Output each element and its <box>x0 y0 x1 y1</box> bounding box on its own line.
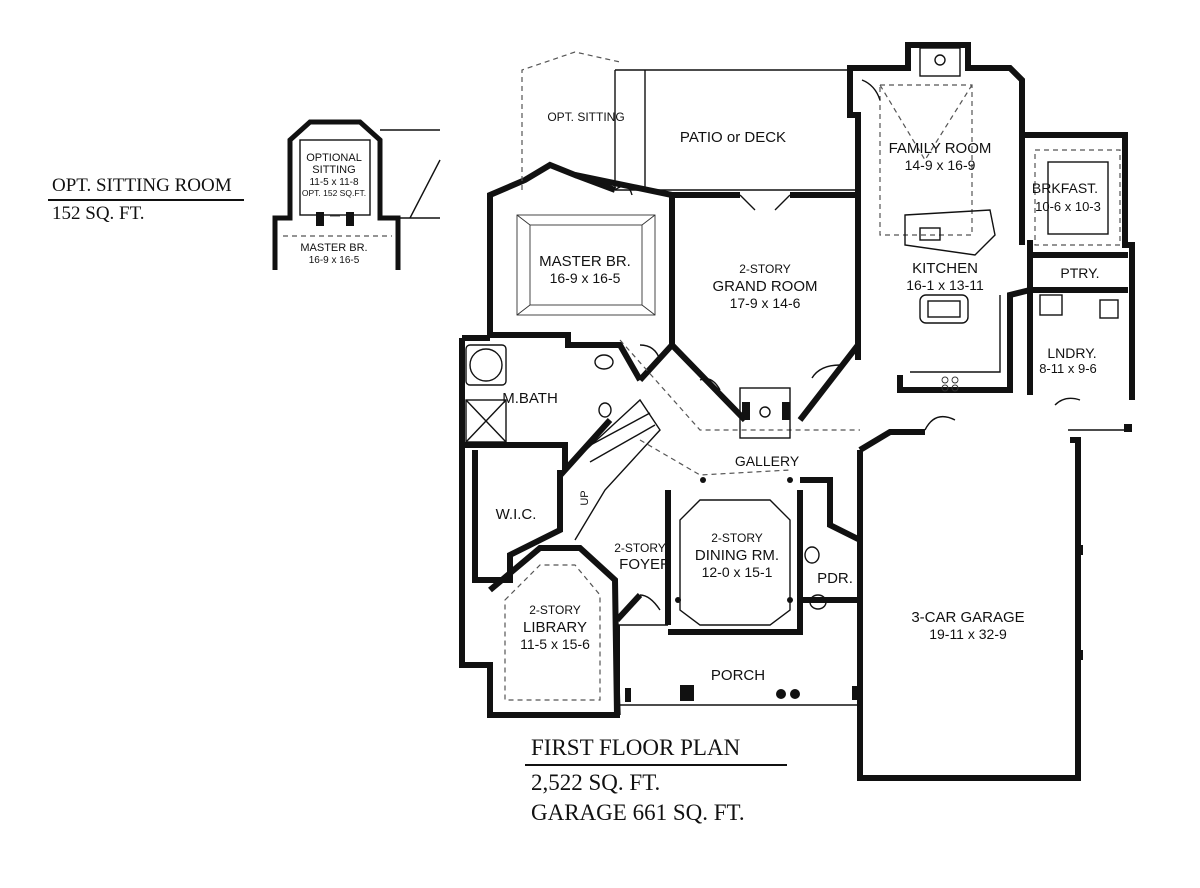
gallery-label: GALLERY <box>735 453 800 469</box>
lndry-label: LNDRY. <box>1047 345 1096 361</box>
master-br-label: MASTER BR. <box>539 253 631 270</box>
inset-master-label: MASTER BR. <box>300 242 367 254</box>
grand-room-label: GRAND ROOM <box>713 278 818 295</box>
garage-dims: 19-11 x 32-9 <box>929 626 1007 642</box>
master-br-dims: 16-9 x 16-5 <box>550 270 621 286</box>
inset-optional-label: OPTIONAL <box>306 152 362 164</box>
inset-sitting-area: OPT. 152 SQ.FT. <box>302 188 366 198</box>
dining-dims: 12-0 x 15-1 <box>702 564 773 580</box>
opt-sitting-label: OPT. SITTING <box>547 110 624 124</box>
pdr-label: PDR. <box>817 570 853 587</box>
first-floor-plan-title: FIRST FLOOR PLAN <box>531 735 741 760</box>
library-prefix: 2-STORY <box>529 603 581 617</box>
kitchen-label: KITCHEN <box>912 260 978 277</box>
interior-walls <box>462 135 1128 716</box>
brkfast-dims: 10-6 x 10-3 <box>1035 199 1101 214</box>
first-floor-area: 2,522 SQ. FT. <box>531 770 661 795</box>
ceiling-details <box>465 79 1132 702</box>
patio-label: PATIO or DECK <box>680 129 786 146</box>
foyer-prefix: 2-STORY <box>614 541 666 555</box>
garage-area: GARAGE 661 SQ. FT. <box>531 800 745 825</box>
dining-prefix: 2-STORY <box>711 531 763 545</box>
kitchen-dims: 16-1 x 13-11 <box>906 277 984 293</box>
inset-sitting-dims: 11-5 x 11-8 <box>309 177 359 188</box>
room-labels: OPT. SITTING PATIO or DECK FAMILY ROOM 1… <box>496 110 1101 684</box>
ptry-label: PTRY. <box>1060 265 1099 281</box>
inset-sitting-label: SITTING <box>312 164 355 176</box>
lndry-dims: 8-11 x 9-6 <box>1039 361 1097 376</box>
porch-label: PORCH <box>711 667 765 684</box>
m-bath-label: M.BATH <box>502 390 558 407</box>
inset-plan: OPTIONAL SITTING 11-5 x 11-8 OPT. 152 SQ… <box>272 119 441 270</box>
wic-label: W.I.C. <box>496 506 537 523</box>
first-floor-title-rule <box>525 764 787 766</box>
foyer-label: FOYER <box>619 556 671 573</box>
grand-room-dims: 17-9 x 14-6 <box>730 295 801 311</box>
library-dims: 11-5 x 15-6 <box>520 636 590 652</box>
up-label: UP <box>579 490 591 505</box>
brkfast-label: BRKFAST. <box>1032 180 1098 196</box>
opt-sitting-room-area: 152 SQ. FT. <box>52 203 145 224</box>
dining-label: DINING RM. <box>695 547 779 564</box>
opt-sitting-title-rule <box>48 199 244 201</box>
library-label: LIBRARY <box>523 619 587 636</box>
exterior-walls <box>459 42 1135 781</box>
opt-sitting-room-title: OPT. SITTING ROOM <box>52 175 232 196</box>
inset-master-dims: 16-9 x 16-5 <box>309 255 360 266</box>
family-room-dims: 14-9 x 16-9 <box>905 157 976 173</box>
garage-label: 3-CAR GARAGE <box>911 609 1024 626</box>
grand-room-prefix: 2-STORY <box>739 262 791 276</box>
family-room-label: FAMILY ROOM <box>889 140 992 157</box>
